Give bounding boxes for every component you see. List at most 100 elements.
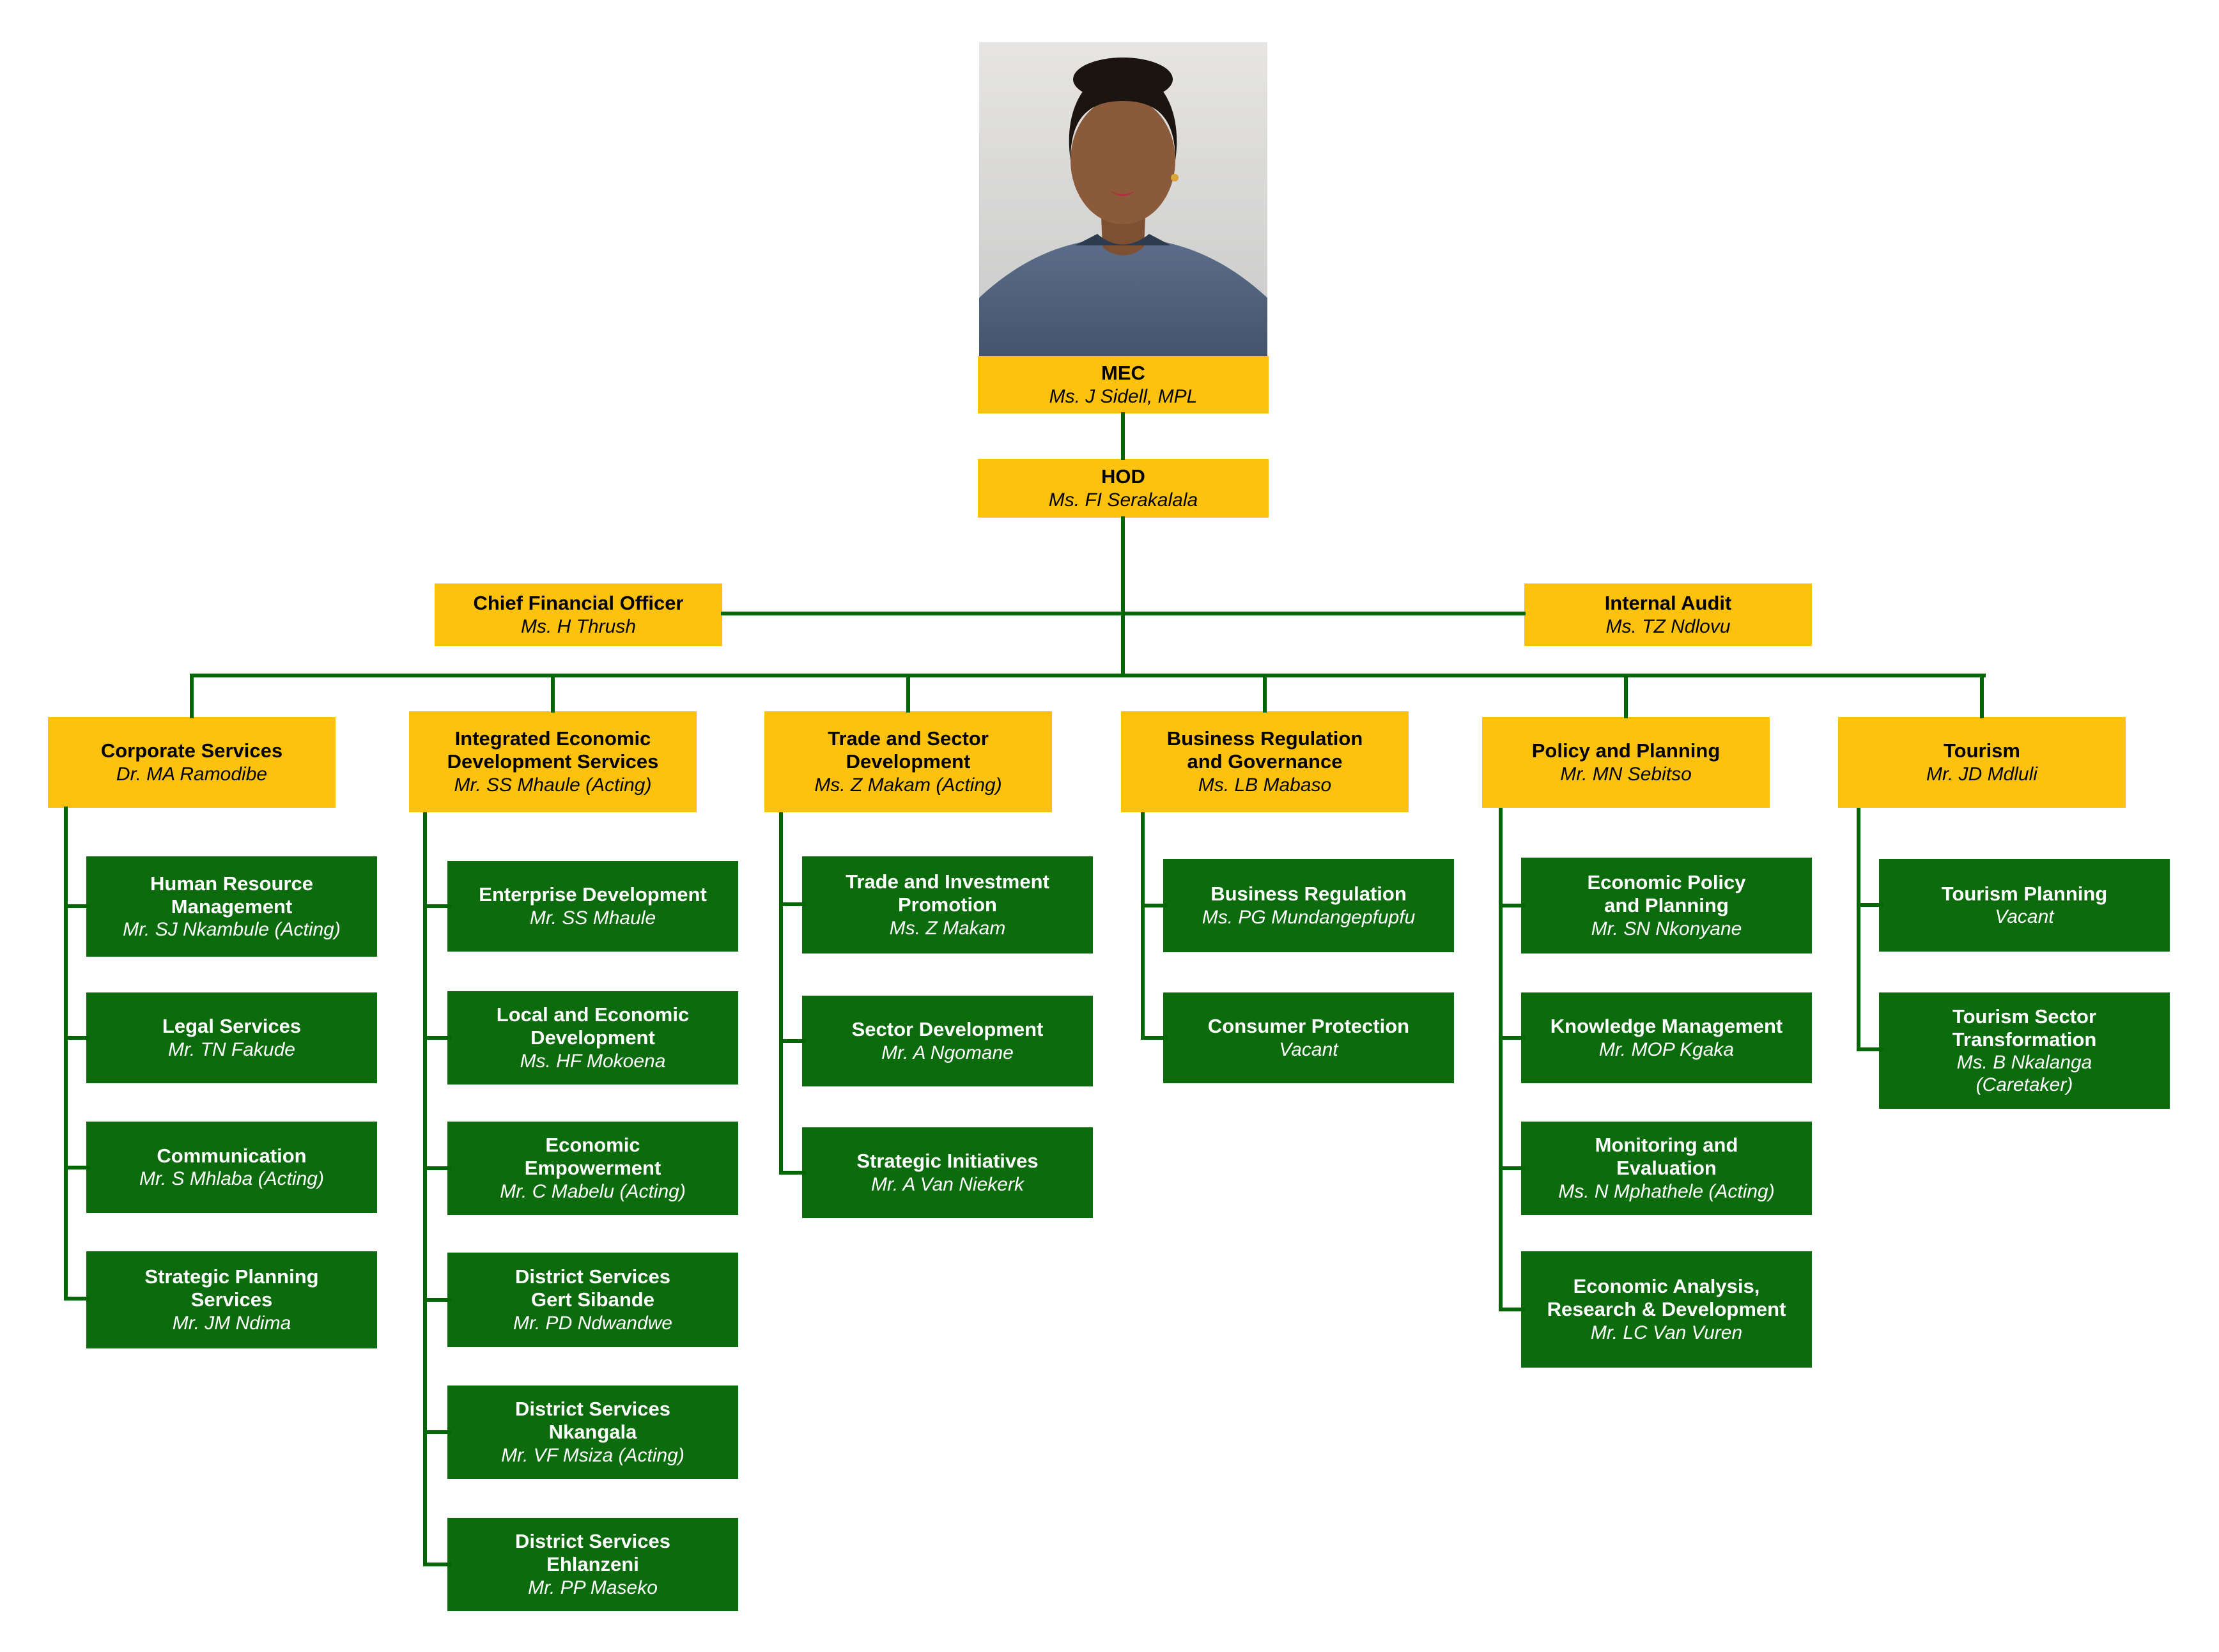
unit-name: Mr. PP Maseko xyxy=(528,1577,658,1598)
unit-title: District Services Gert Sibande xyxy=(515,1265,670,1311)
unit-strategic-initiatives: Strategic Initiatives Mr. A Van Niekerk xyxy=(802,1127,1093,1218)
mec-box: MEC Ms. J Sidell, MPL xyxy=(978,356,1269,413)
unit-title: Legal Services xyxy=(162,1015,302,1038)
branch-title: Corporate Services xyxy=(100,739,283,762)
unit-district-services-nkangala: District Services Nkangala Mr. VF Msiza … xyxy=(447,1386,738,1479)
hod-box: HOD Ms. FI Serakalala xyxy=(978,459,1269,518)
branch-policy-planning: Policy and Planning Mr. MN Sebitso xyxy=(1482,717,1770,808)
connector-mec-hod xyxy=(1121,412,1125,460)
unit-title: Business Regulation xyxy=(1210,883,1407,906)
connector-corporate-stub-3 xyxy=(64,1166,90,1170)
unit-title: Sector Development xyxy=(851,1018,1044,1041)
branch-trade-sector-development: Trade and Sector Development Ms. Z Makam… xyxy=(764,711,1052,812)
branch-title: Tourism xyxy=(1944,739,2020,762)
unit-name: Mr. SN Nkonyane xyxy=(1591,918,1742,939)
internal-audit-title: Internal Audit xyxy=(1604,592,1732,615)
unit-business-regulation: Business Regulation Ms. PG Mundangepfupf… xyxy=(1163,859,1454,952)
unit-name: Mr. VF Msiza (Acting) xyxy=(501,1444,684,1466)
unit-name: Mr. PD Ndwandwe xyxy=(513,1312,672,1334)
connector-branch-bus xyxy=(190,674,1986,677)
mec-portrait-photo xyxy=(979,42,1267,357)
unit-human-resource-management: Human Resource Management Mr. SJ Nkambul… xyxy=(86,856,377,957)
connector-brg-stub-1 xyxy=(1141,904,1167,907)
unit-title: Communication xyxy=(157,1144,307,1167)
cfo-title: Chief Financial Officer xyxy=(473,592,684,615)
unit-consumer-protection: Consumer Protection Vacant xyxy=(1163,992,1454,1083)
unit-name: Vacant xyxy=(1995,906,2054,928)
branch-title: Integrated Economic Development Services xyxy=(447,727,659,773)
unit-name: Ms. PG Mundangepfupfu xyxy=(1202,906,1416,928)
connector-ieds-stub-5 xyxy=(423,1430,451,1434)
unit-sector-development: Sector Development Mr. A Ngomane xyxy=(802,996,1093,1086)
unit-title: Human Resource Management xyxy=(150,872,313,918)
unit-name: Vacant xyxy=(1279,1038,1338,1060)
unit-tourism-planning: Tourism Planning Vacant xyxy=(1879,859,2170,952)
connector-brg-stub-2 xyxy=(1141,1036,1167,1040)
unit-name: Ms. N Mphathele (Acting) xyxy=(1558,1180,1775,1202)
connector-policy-stub-2 xyxy=(1499,1036,1525,1040)
branch-integrated-economic-development: Integrated Economic Development Services… xyxy=(409,711,697,812)
connector-tsd-stub-2 xyxy=(779,1039,806,1043)
unit-tourism-sector-transformation: Tourism Sector Transformation Ms. B Nkal… xyxy=(1879,992,2170,1109)
unit-title: Tourism Sector Transformation xyxy=(1952,1005,2097,1051)
connector-stub-tourism xyxy=(1980,674,1984,718)
mec-portrait-illustration xyxy=(979,42,1267,357)
branch-name: Ms. LB Mabaso xyxy=(1198,774,1332,796)
unit-legal-services: Legal Services Mr. TN Fakude xyxy=(86,992,377,1083)
mec-title: MEC xyxy=(1101,362,1145,385)
cfo-name: Ms. H Thrush xyxy=(520,615,637,637)
unit-name: Ms. Z Makam xyxy=(889,917,1006,939)
connector-tsd-dropper xyxy=(779,812,783,1175)
connector-tourism-stub-2 xyxy=(1857,1047,1883,1051)
unit-economic-policy-planning: Economic Policy and Planning Mr. SN Nkon… xyxy=(1521,858,1812,953)
mec-name: Ms. J Sidell, MPL xyxy=(1049,385,1198,407)
connector-corporate-stub-1 xyxy=(64,904,90,908)
unit-title: Strategic Initiatives xyxy=(856,1150,1039,1173)
unit-enterprise-development: Enterprise Development Mr. SS Mhaule xyxy=(447,861,738,952)
unit-trade-investment-promotion: Trade and Investment Promotion Ms. Z Mak… xyxy=(802,856,1093,953)
connector-ieds-stub-1 xyxy=(423,904,451,908)
unit-title: Monitoring and Evaluation xyxy=(1595,1134,1738,1180)
connector-stub-brg xyxy=(1263,674,1267,713)
branch-title: Policy and Planning xyxy=(1531,739,1720,762)
unit-monitoring-evaluation: Monitoring and Evaluation Ms. N Mphathel… xyxy=(1521,1122,1812,1215)
unit-title: Economic Empowerment xyxy=(524,1134,661,1180)
connector-ieds-stub-4 xyxy=(423,1298,451,1302)
connector-policy-dropper xyxy=(1499,808,1503,1311)
unit-title: Tourism Planning xyxy=(1941,882,2108,905)
unit-name: Mr. SS Mhaule xyxy=(529,907,656,929)
connector-cfo-internal-audit xyxy=(721,612,1526,615)
unit-economic-empowerment: Economic Empowerment Mr. C Mabelu (Actin… xyxy=(447,1122,738,1215)
unit-name: Ms. B Nkalanga (Caretaker) xyxy=(1956,1052,2092,1096)
unit-name: Mr. S Mhlaba (Acting) xyxy=(139,1168,324,1190)
connector-corporate-dropper xyxy=(64,807,68,1301)
unit-title: Economic Analysis, Research & Developmen… xyxy=(1547,1275,1786,1321)
connector-stub-corporate xyxy=(190,674,194,718)
branch-title: Business Regulation and Governance xyxy=(1166,727,1363,773)
branch-name: Dr. MA Ramodibe xyxy=(116,763,268,785)
unit-communication: Communication Mr. S Mhlaba (Acting) xyxy=(86,1122,377,1213)
branch-title: Trade and Sector Development xyxy=(828,727,989,773)
cfo-box: Chief Financial Officer Ms. H Thrush xyxy=(435,583,722,646)
unit-title: Trade and Investment Promotion xyxy=(846,870,1049,916)
branch-tourism: Tourism Mr. JD Mdluli xyxy=(1838,717,2126,808)
unit-name: Mr. SJ Nkambule (Acting) xyxy=(123,919,341,941)
unit-title: Enterprise Development xyxy=(479,883,707,906)
unit-economic-analysis-research-development: Economic Analysis, Research & Developmen… xyxy=(1521,1251,1812,1368)
unit-title: Economic Policy and Planning xyxy=(1587,871,1746,917)
unit-name: Mr. C Mabelu (Acting) xyxy=(500,1180,686,1202)
connector-stub-ieds xyxy=(551,674,555,713)
branch-business-regulation-governance: Business Regulation and Governance Ms. L… xyxy=(1121,711,1409,812)
unit-title: Strategic Planning Services xyxy=(144,1265,319,1311)
connector-policy-stub-1 xyxy=(1499,904,1525,907)
hod-name: Ms. FI Serakalala xyxy=(1048,489,1198,511)
connector-tourism-stub-1 xyxy=(1857,903,1883,907)
unit-name: Mr. JM Ndima xyxy=(172,1312,291,1334)
unit-title: District Services Ehlanzeni xyxy=(515,1530,670,1576)
connector-brg-dropper xyxy=(1141,812,1145,1040)
unit-name: Mr. A Van Niekerk xyxy=(871,1173,1024,1195)
unit-title: Local and Economic Development xyxy=(496,1003,690,1049)
connector-ieds-stub-6 xyxy=(423,1563,451,1566)
connector-hod-trunk xyxy=(1121,516,1125,677)
unit-name: Mr. TN Fakude xyxy=(168,1038,295,1060)
